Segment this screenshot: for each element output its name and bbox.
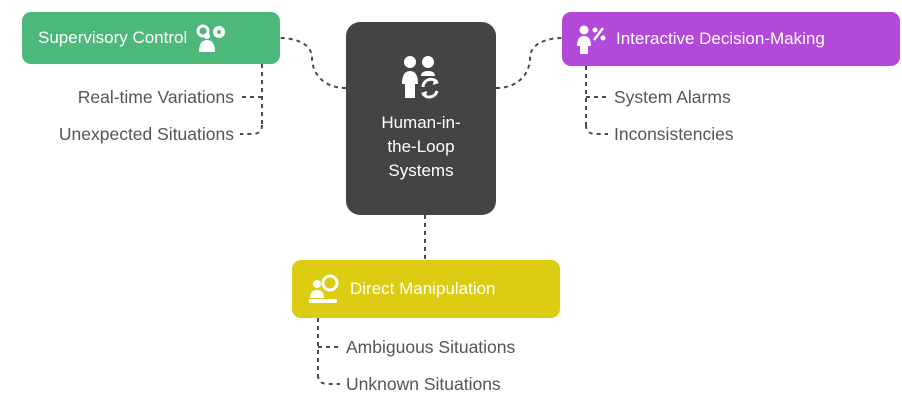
center-title: Human-in- the-Loop Systems: [381, 113, 461, 180]
gears-person-icon: [195, 23, 229, 53]
supervisory-control-node: Supervisory Control: [22, 12, 280, 64]
leaf-inconsistencies: Inconsistencies: [614, 124, 734, 144]
leaf-unknown-situations: Unknown Situations: [346, 374, 501, 394]
interactive-decision-making-node: Interactive Decision-Making: [562, 12, 900, 66]
interactive-decision-making-label: Interactive Decision-Making: [616, 29, 825, 48]
person-percent-icon: [574, 24, 606, 54]
leaf-unexpected-situations: Unexpected Situations: [58, 124, 234, 144]
people-sync-icon: [399, 54, 443, 105]
supervisory-control-label: Supervisory Control: [38, 28, 188, 47]
leaf-ambiguous-situations: Ambiguous Situations: [346, 337, 516, 357]
leaf-real-time-variations: Real-time Variations: [77, 87, 234, 107]
center-node: Human-in- the-Loop Systems: [346, 22, 496, 215]
leaf-system-alarms: System Alarms: [614, 87, 731, 107]
direct-manipulation-label: Direct Manipulation: [350, 279, 496, 298]
hand-gear-icon: [308, 274, 340, 304]
direct-manipulation-node: Direct Manipulation: [292, 260, 560, 318]
